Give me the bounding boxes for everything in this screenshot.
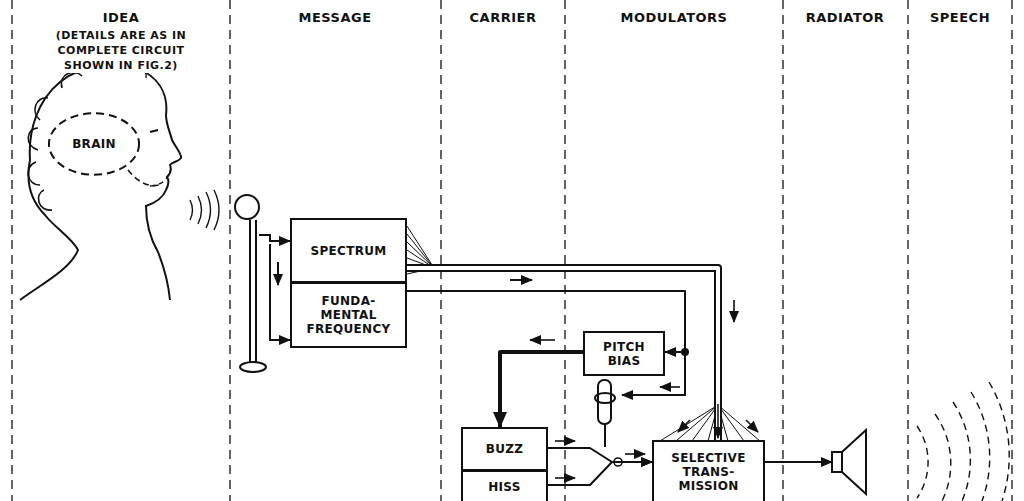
modulator-box: PITCH BIAS <box>583 331 665 376</box>
column-heading: RADIATOR <box>804 9 887 27</box>
modulator-box: SELECTIVE TRANS- MISSION <box>652 440 765 501</box>
signal-connector <box>500 352 583 427</box>
column-heading: IDEA <box>101 9 142 27</box>
carrier-junction <box>555 441 645 478</box>
breath-arcs <box>190 190 219 230</box>
node-text: FUNDA- MENTAL FREQUENCY <box>296 294 401 336</box>
column-heading: SPEECH <box>928 9 992 27</box>
sound-waves <box>917 382 1009 501</box>
carrier-box: BUZZ <box>461 427 548 471</box>
head-illustration <box>20 61 181 300</box>
loudspeaker-symbol <box>765 430 866 494</box>
column-heading: CARRIER <box>468 9 539 27</box>
node-text: BUZZ <box>486 442 524 456</box>
spectrum-fan <box>407 226 760 441</box>
signal-connector <box>548 462 652 485</box>
carrier-box: HISS <box>461 470 548 501</box>
node-text: PITCH BIAS <box>589 340 659 368</box>
column-heading: MESSAGE <box>296 9 373 27</box>
node-text: SELECTIVE TRANS- MISSION <box>658 451 759 493</box>
flow-arrows <box>530 300 758 432</box>
node-text: HISS <box>488 480 520 494</box>
node-text: SPECTRUM <box>311 244 387 258</box>
cable-bundle <box>407 268 718 440</box>
brain-region: BRAIN <box>48 112 140 176</box>
signal-connector <box>548 448 652 462</box>
column-heading: MODULATORS <box>619 9 730 27</box>
column-dividers <box>12 0 1012 501</box>
process-box: SPECTRUM <box>290 218 407 283</box>
figure-note: (DETAILS ARE AS IN COMPLETE CIRCUIT SHOW… <box>29 28 213 73</box>
process-box: FUNDA- MENTAL FREQUENCY <box>290 282 407 348</box>
microphone-symbol <box>235 195 266 372</box>
node-text: BRAIN <box>72 137 116 151</box>
